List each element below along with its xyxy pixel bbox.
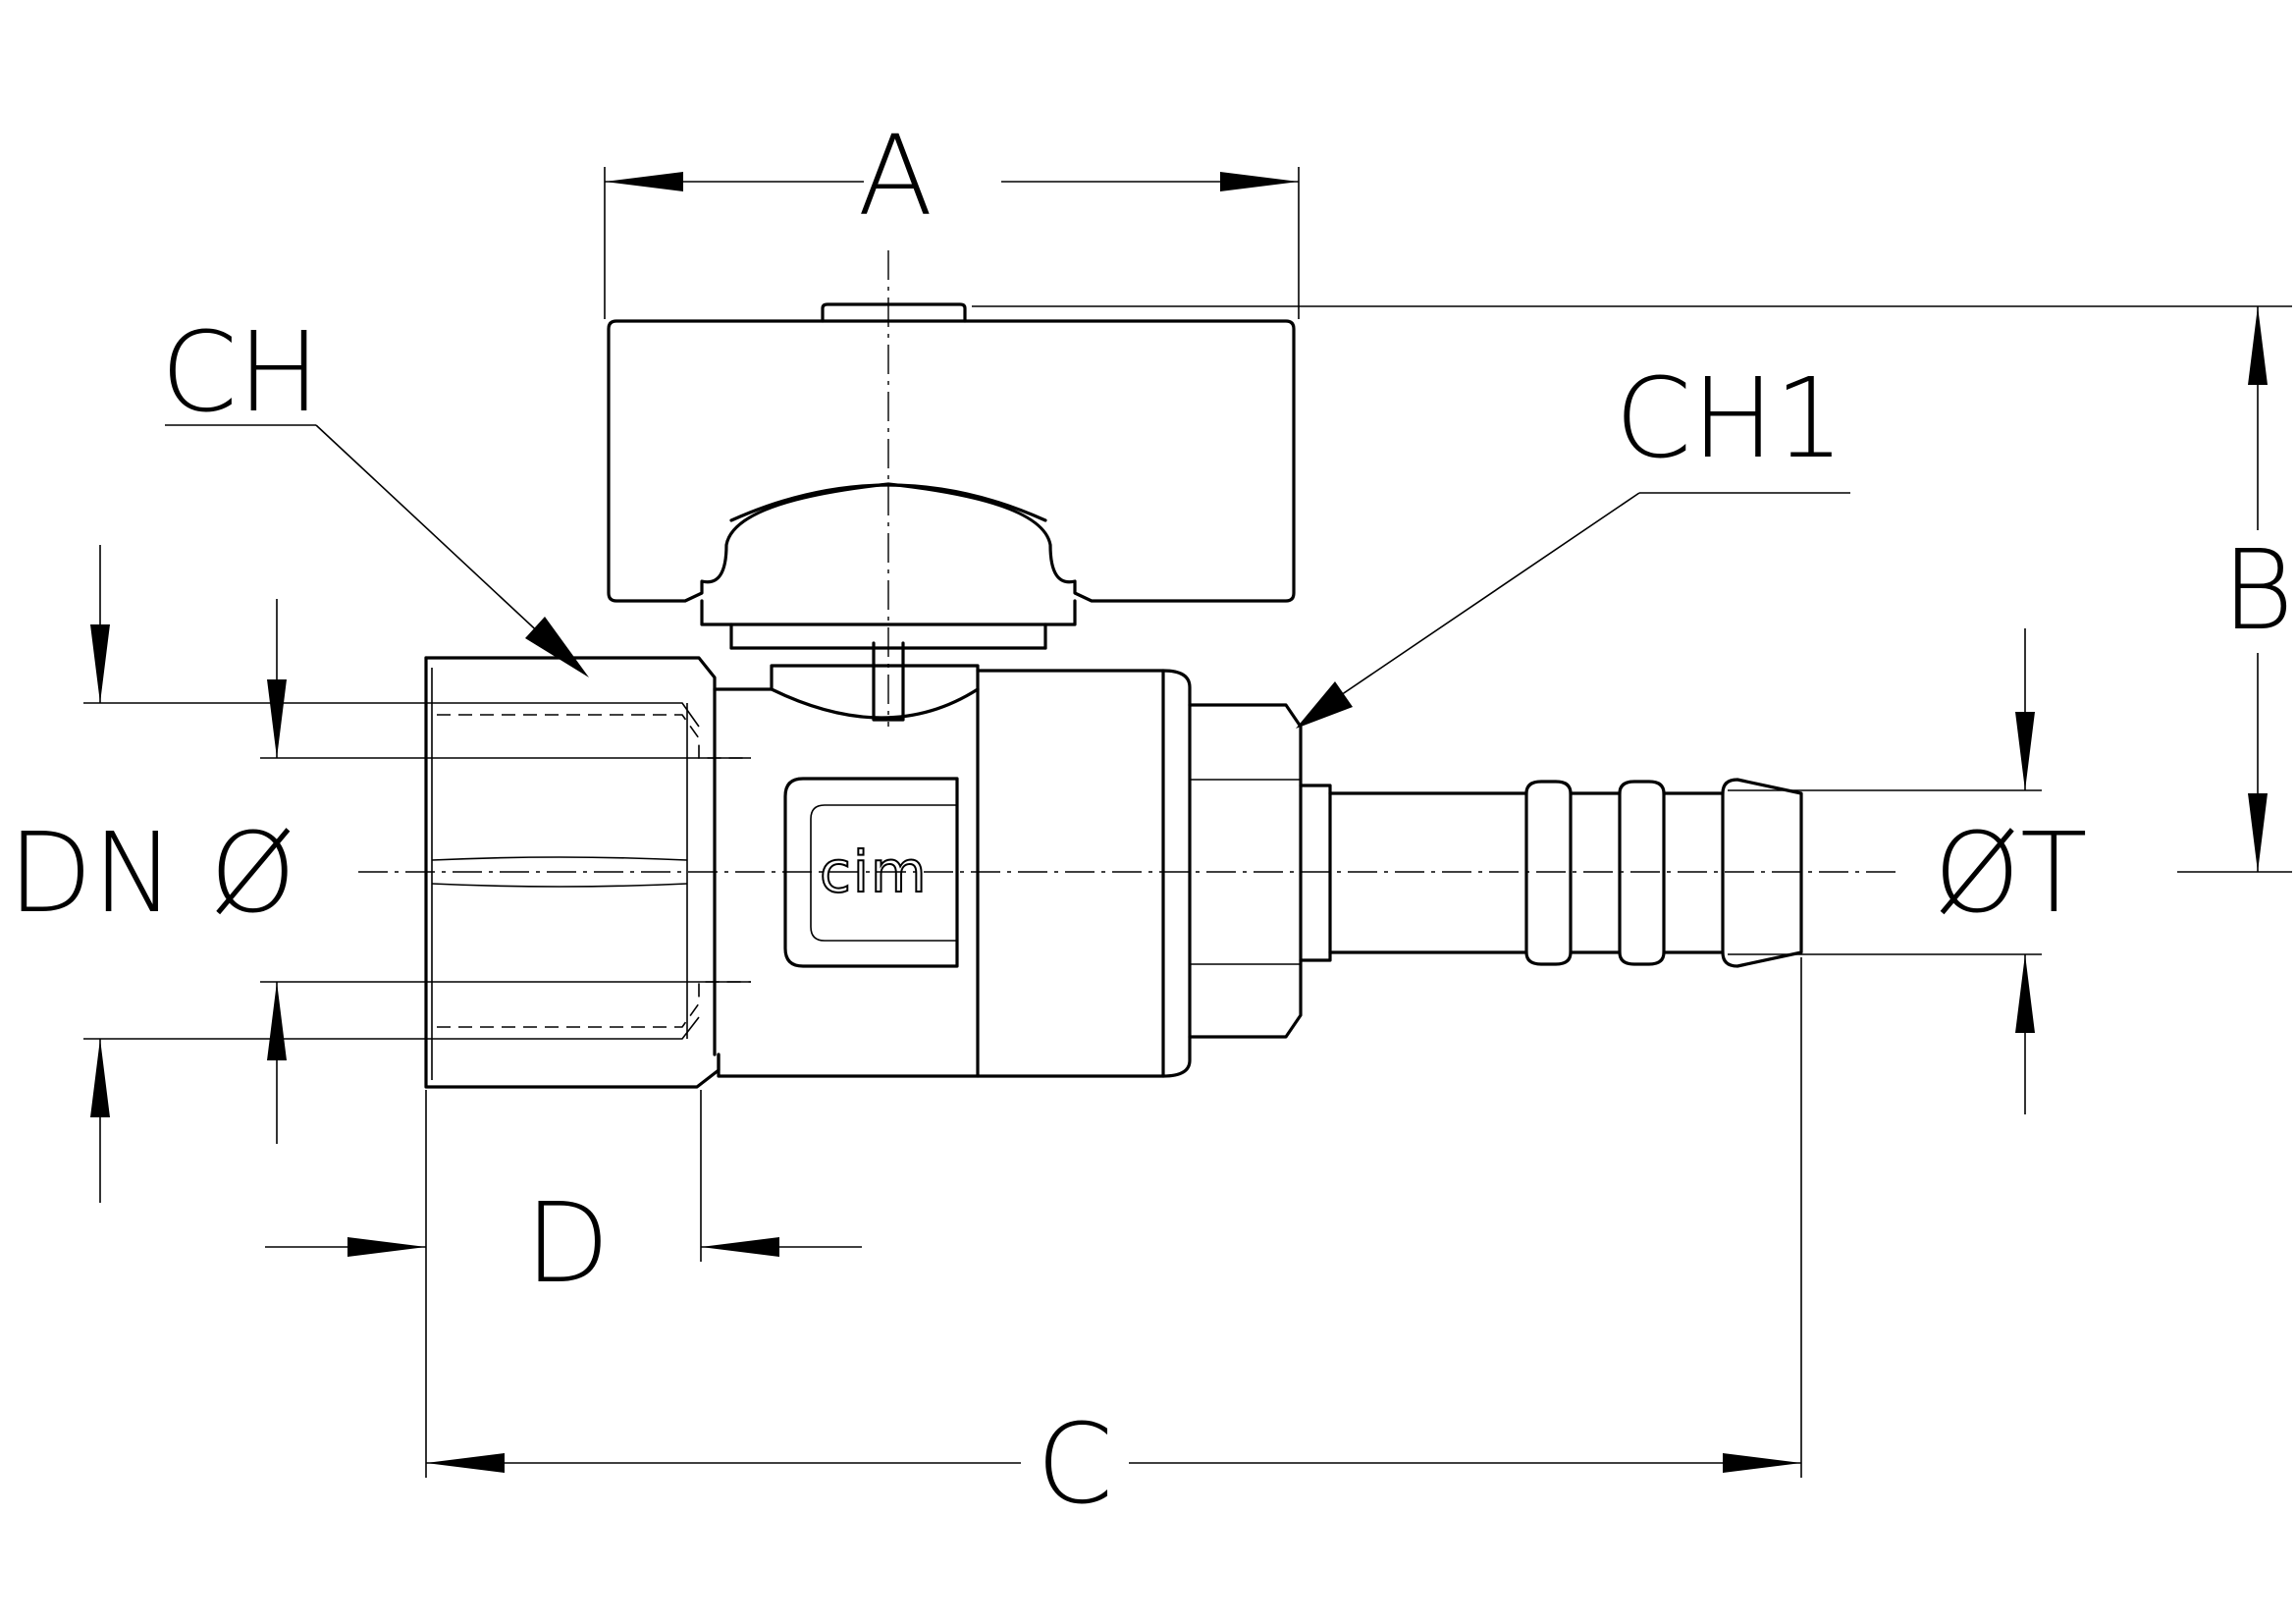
dimension-d: D (265, 1090, 862, 1308)
valve-handle (607, 302, 1296, 650)
label-c: C (1037, 1401, 1113, 1529)
center-lines (358, 250, 1899, 873)
label-a: A (858, 113, 934, 241)
label-d: D (525, 1180, 610, 1308)
valve-body: cim (424, 656, 1303, 1089)
leader-ch: CH (161, 309, 589, 677)
label-dn: DN Ø (8, 810, 296, 938)
leader-ch1: CH1 (1296, 355, 1850, 729)
hose-barb (1299, 778, 1803, 968)
valve-stem (872, 641, 905, 722)
label-ch1: CH1 (1615, 355, 1844, 483)
dimension-a: A (604, 113, 1300, 319)
dimension-c: C (425, 957, 1802, 1529)
dimension-dn: DN Ø (8, 545, 751, 1203)
label-b: B (2221, 527, 2293, 655)
label-ch: CH (161, 309, 320, 437)
dimension-b: B (972, 305, 2294, 873)
label-t: ØT (1934, 810, 2088, 938)
dimension-t: ØT (1728, 628, 2088, 1114)
brand-logo: cim (820, 839, 929, 905)
